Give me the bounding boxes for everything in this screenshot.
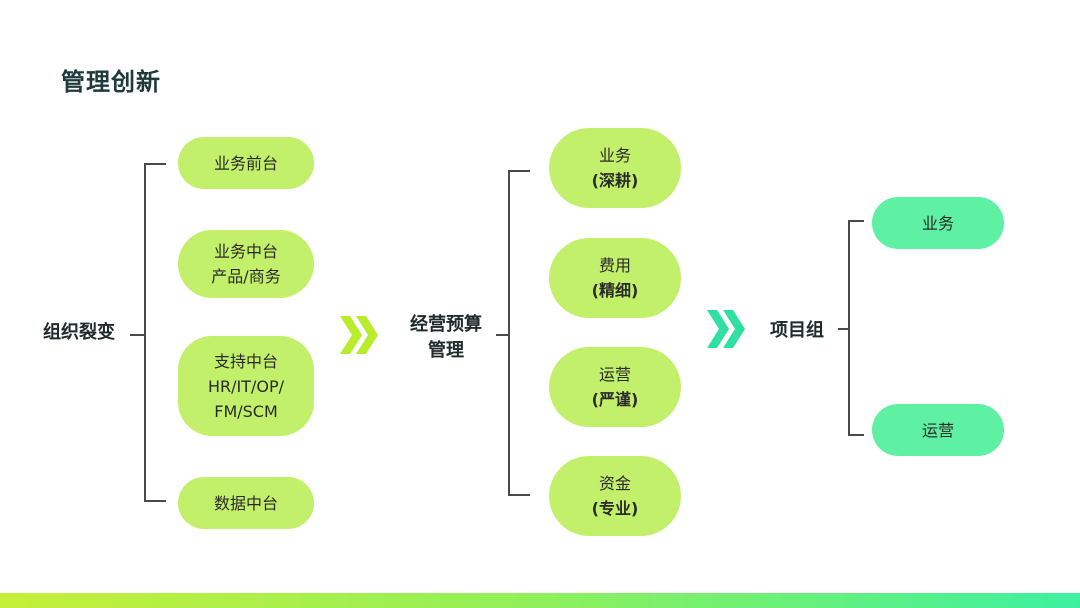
bracket-vertical [508,170,510,496]
node-text: 业务 [921,213,954,233]
bracket-top-tick [848,220,864,222]
bracket-top-tick [144,163,166,165]
project-team-label: 项目组 [770,320,824,341]
node-cost-fine: 费用 (精细) [549,238,681,318]
bottom-gradient-bar [0,593,1080,608]
node-text: 数据中台 [213,493,278,513]
budget-mgmt-label: 经营预算 管理 [398,312,494,364]
node-operation-strict: 运营 (严谨) [549,347,681,427]
node-subtext: (专业) [591,499,639,518]
org-split-label: 组织裂变 [43,322,115,343]
node-text: 业务前台 [213,153,278,173]
bracket-stem [130,334,144,336]
bracket-vertical [848,220,850,436]
node-text: HR/IT/OP/ [207,376,285,396]
node-text: 业务中台 [213,242,278,261]
label-line: 经营预算 [410,314,482,335]
bracket-bottom-tick [144,500,166,502]
page-title: 管理创新 [61,68,161,96]
node-data-middle: 数据中台 [178,477,314,529]
bracket-bottom-tick [848,434,864,436]
bracket-stem [496,334,508,336]
node-text: 运营 [921,420,954,440]
label-line: 管理 [428,340,464,361]
node-project-business: 业务 [872,197,1004,249]
node-business-deep: 业务 (深耕) [549,128,681,208]
bracket-stem [838,328,848,330]
node-text: 业务 [598,146,631,165]
bracket-top-tick [508,170,530,172]
node-fund-pro: 资金 (专业) [549,456,681,536]
node-project-operation: 运营 [872,404,1004,456]
node-text: FM/SCM [214,401,278,421]
node-text: 支持中台 [213,351,278,371]
node-text: 资金 [598,474,631,493]
node-subtext: (精细) [591,281,639,300]
chevron-right-icon [707,310,745,348]
node-support-middle: 支持中台 HR/IT/OP/ FM/SCM [178,336,314,436]
node-business-front: 业务前台 [178,137,314,189]
node-subtext: (深耕) [591,171,639,190]
chevron-right-icon [340,316,378,354]
bracket-vertical [144,163,146,502]
bracket-bottom-tick [508,494,530,496]
node-subtext: (严谨) [591,390,639,409]
node-text: 运营 [598,365,631,384]
node-text: 产品/商务 [211,267,281,286]
node-business-middle: 业务中台 产品/商务 [178,230,314,298]
node-text: 费用 [598,256,631,275]
